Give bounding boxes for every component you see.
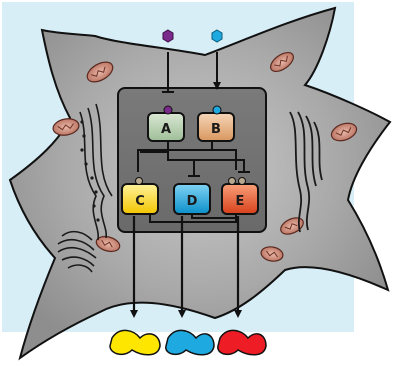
output-product-red [217,329,267,356]
golgi-apparatus-right [289,111,323,233]
ligand-blue [211,29,223,43]
blob-icon [109,329,161,356]
hexagon-icon [162,29,174,43]
blob-icon [165,329,215,356]
node-D-label: D [187,194,198,209]
ligand-purple [162,29,174,43]
endoplasmic-reticulum [79,103,113,241]
node-A-label: A [161,122,171,137]
node-B: B [197,105,235,142]
golgi-apparatus-left [57,230,97,273]
blob-icon [217,329,267,356]
node-A: A [147,105,185,142]
node-C: C [121,177,159,215]
signal-connectors [137,52,250,223]
output-arrows [130,216,242,318]
hexagon-icon [211,29,223,43]
mitochondria [52,51,358,262]
output-product-blue [165,329,215,356]
node-E-label: E [236,194,245,209]
node-C-label: C [135,194,145,209]
node-B-label: B [211,122,221,137]
output-product-yellow [109,329,161,356]
node-D: D [173,183,211,215]
node-E: E [221,177,259,215]
